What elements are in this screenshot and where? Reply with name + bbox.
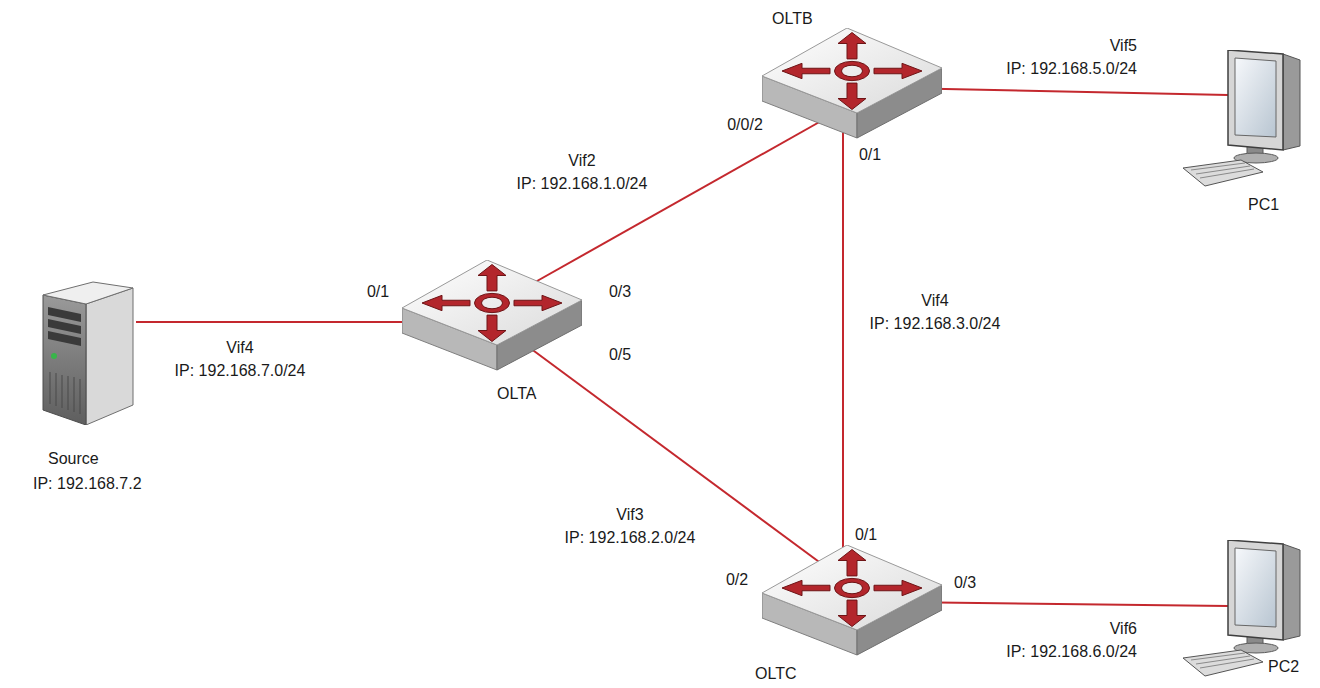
port-label: 0/1 bbox=[367, 283, 389, 301]
link-label-box: Vif4 IP: 192.168.7.0/24 bbox=[173, 336, 308, 382]
network-link bbox=[842, 116, 844, 570]
switch-symbol bbox=[762, 545, 942, 655]
link-label: Vif6 IP: 192.168.6.0/24 bbox=[1002, 617, 1137, 663]
link-label-box: Vif6 IP: 192.168.6.0/24 bbox=[1002, 617, 1137, 663]
link-label: Vif5 IP: 192.168.5.0/24 bbox=[1002, 34, 1137, 80]
server-icon bbox=[38, 280, 136, 425]
network-link bbox=[530, 348, 830, 570]
link-label-box: Vif5 IP: 192.168.5.0/24 bbox=[1002, 34, 1137, 80]
network-link bbox=[136, 321, 447, 323]
network-link bbox=[530, 116, 830, 285]
switch-symbol bbox=[762, 28, 942, 138]
network-link bbox=[897, 88, 1228, 95]
switch-node: OLTC bbox=[807, 570, 897, 633]
switch-icon bbox=[402, 260, 582, 372]
pc-symbol bbox=[1183, 540, 1300, 676]
switch-icon bbox=[762, 545, 942, 657]
switch-symbol bbox=[402, 260, 582, 370]
switch-node: OLTA bbox=[447, 285, 537, 348]
connector-group bbox=[136, 88, 1228, 606]
pc-symbol bbox=[1183, 50, 1300, 186]
link-label: Vif4 IP: 192.168.3.0/24 bbox=[868, 289, 1003, 335]
switch-icon bbox=[762, 28, 942, 140]
node-label: OLTC bbox=[755, 665, 796, 683]
node-label: OLTA bbox=[497, 385, 536, 403]
link-label-box: Vif2 IP: 192.168.1.0/24 bbox=[515, 149, 650, 195]
node-label: IP: 192.168.7.2 bbox=[33, 475, 142, 493]
pc-node: PC2 bbox=[1228, 540, 1300, 635]
port-label: 0/5 bbox=[609, 346, 631, 364]
node-label: PC2 bbox=[1268, 658, 1299, 676]
link-label: Vif3 IP: 192.168.2.0/24 bbox=[563, 503, 698, 549]
port-label: 0/0/2 bbox=[727, 116, 763, 134]
pc-node: PC1 bbox=[1228, 50, 1300, 145]
network-link bbox=[897, 602, 1228, 606]
port-label: 0/1 bbox=[859, 146, 881, 164]
port-label: 0/3 bbox=[609, 283, 631, 301]
port-label: 0/1 bbox=[855, 526, 877, 544]
pc-icon bbox=[1183, 50, 1303, 190]
link-label-box: Vif3 IP: 192.168.2.0/24 bbox=[563, 503, 698, 549]
link-label: Vif2 IP: 192.168.1.0/24 bbox=[515, 149, 650, 195]
node-label: OLTB bbox=[772, 10, 813, 28]
switch-node: OLTB bbox=[807, 53, 897, 116]
link-label: Vif4 IP: 192.168.7.0/24 bbox=[173, 336, 308, 382]
link-label-box: Vif4 IP: 192.168.3.0/24 bbox=[868, 289, 1003, 335]
node-label: Source bbox=[48, 450, 99, 468]
node-label: PC1 bbox=[1248, 196, 1279, 214]
server-symbol bbox=[43, 282, 133, 425]
port-label: 0/3 bbox=[954, 574, 976, 592]
port-label: 0/2 bbox=[726, 571, 748, 589]
server-node: SourceIP: 192.168.7.2 bbox=[38, 280, 136, 425]
